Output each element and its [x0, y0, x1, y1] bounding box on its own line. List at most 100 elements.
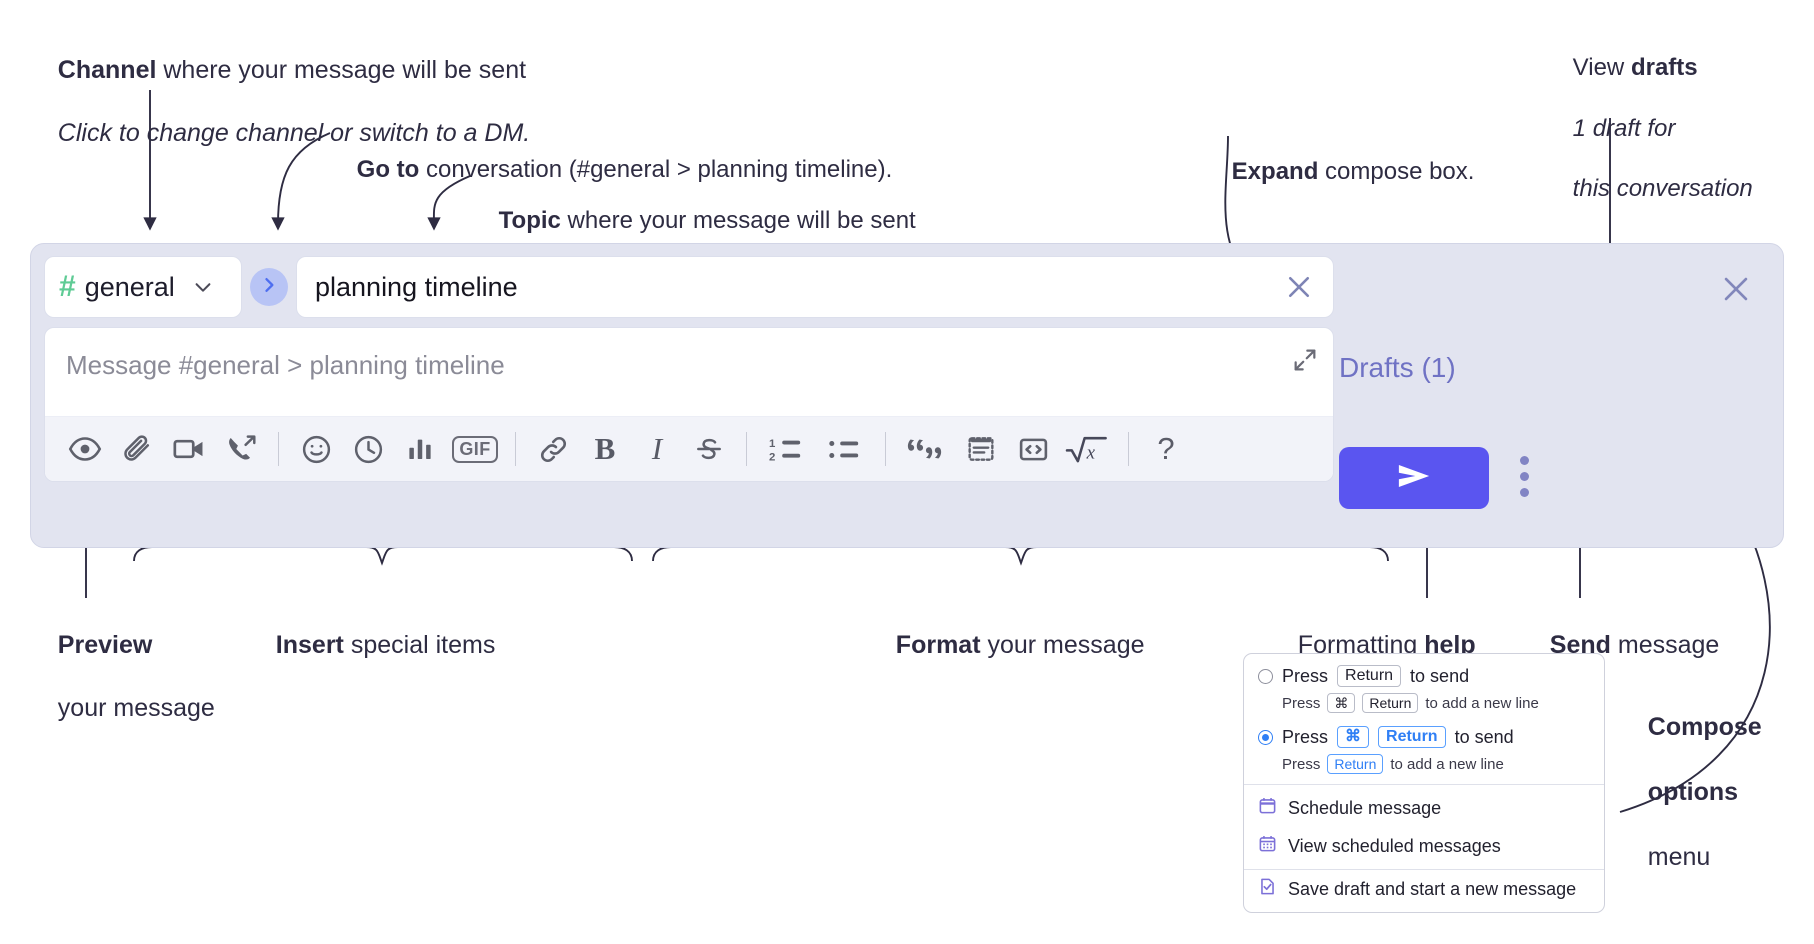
strikethrough-icon[interactable]: [683, 423, 735, 475]
annotation-compose-options: Compose options menu: [1620, 678, 1762, 906]
code-icon[interactable]: [1007, 423, 1059, 475]
menu-radio-option-return[interactable]: Press Return to send: [1258, 665, 1590, 687]
svg-text:x: x: [1086, 442, 1096, 463]
annotation-compose-options-bold-1: Compose: [1647, 712, 1762, 741]
message-composer: # general planning timeline: [30, 243, 1784, 548]
send-icon: [1392, 459, 1436, 498]
annotation-format-rest: your message: [980, 630, 1145, 659]
link-icon[interactable]: [527, 423, 579, 475]
channel-selector[interactable]: # general: [44, 256, 242, 318]
emoji-icon[interactable]: [290, 423, 342, 475]
annotation-channel-italic: Click to change channel or switch to a D…: [57, 118, 531, 147]
chevron-right-icon: [259, 275, 279, 300]
option2-key-cmd: ⌘: [1337, 726, 1370, 748]
gif-label: GIF: [452, 435, 498, 463]
menu-divider: [1244, 784, 1604, 785]
option2-sub-key-return: Return: [1327, 754, 1384, 774]
chevron-down-icon: [192, 276, 214, 298]
annotation-expand: Expand compose box.: [1205, 127, 1475, 218]
kebab-dot: [1520, 456, 1529, 465]
option2-subtext: Press Return to add a new line: [1282, 754, 1590, 774]
annotation-preview-bold: Preview: [57, 630, 153, 659]
annotation-insert-rest: special items: [343, 630, 496, 659]
calendar-schedule-icon: [1258, 796, 1277, 820]
annotation-format-bold: Format: [895, 630, 981, 659]
svg-text:2: 2: [769, 451, 775, 463]
attachment-icon[interactable]: [111, 423, 163, 475]
save-draft-icon: [1258, 877, 1277, 901]
menu-radio-option-cmd-return[interactable]: Press ⌘ Return to send: [1258, 726, 1590, 748]
audio-call-icon[interactable]: [215, 423, 267, 475]
blockquote-icon[interactable]: [897, 423, 955, 475]
menu-divider: [1244, 869, 1604, 870]
italic-label: I: [651, 431, 663, 466]
send-shortcut-options: Press Return to send Press ⌘ Return to a…: [1244, 654, 1604, 784]
kebab-dot: [1520, 472, 1529, 481]
expand-compose-button[interactable]: [1291, 346, 1319, 379]
annotation-channel-rest: where your message will be sent: [156, 55, 527, 84]
annotation-channel-bold: Channel: [57, 55, 157, 84]
channel-name: general: [84, 271, 175, 302]
annotation-drafts-bold: drafts: [1630, 54, 1698, 82]
topic-field[interactable]: planning timeline: [296, 256, 1334, 318]
menu-schedule-group: Schedule message View scheduled messages: [1244, 785, 1604, 869]
message-input-box[interactable]: Message #general > planning timeline: [44, 327, 1334, 482]
send-button[interactable]: [1339, 447, 1489, 509]
annotation-drafts-pre: View: [1572, 54, 1631, 82]
menu-item-label: Save draft and start a new message: [1288, 878, 1577, 899]
option2-sub-action: to add a new line: [1390, 755, 1504, 773]
composer-side: Drafts (1): [1328, 244, 1783, 547]
option1-sub-key-return: Return: [1362, 693, 1419, 713]
annotation-compose-options-bold-2: options: [1647, 777, 1739, 806]
message-textarea[interactable]: Message #general > planning timeline: [45, 328, 1333, 416]
compose-options-button[interactable]: [1520, 456, 1529, 497]
bold-label: B: [594, 431, 616, 466]
option2-key-return: Return: [1378, 726, 1446, 748]
video-icon[interactable]: [163, 423, 215, 475]
goto-conversation-button[interactable]: [250, 268, 288, 306]
poll-icon[interactable]: [394, 423, 446, 475]
radio-icon: [1258, 668, 1273, 684]
bulleted-list-icon[interactable]: [816, 423, 874, 475]
svg-text:1: 1: [769, 438, 776, 450]
option1-subtext: Press ⌘ Return to add a new line: [1282, 693, 1590, 713]
goto-conversation-wrap: [242, 268, 296, 306]
annotation-topic: Topic where your message will be sent: [472, 176, 916, 267]
annotation-preview: Preview your message: [30, 598, 215, 756]
toolbar-separator: [1128, 432, 1129, 466]
italic-icon[interactable]: I: [631, 423, 683, 475]
bold-icon[interactable]: B: [579, 423, 631, 475]
close-composer-button[interactable]: [1719, 272, 1753, 311]
help-icon[interactable]: ?: [1140, 423, 1192, 475]
annotation-goto-rest: conversation (#general > planning timeli…: [419, 156, 893, 184]
annotation-insert-bold: Insert: [275, 630, 344, 659]
clock-icon[interactable]: [342, 423, 394, 475]
menu-item-label: View scheduled messages: [1288, 835, 1501, 856]
help-label: ?: [1157, 431, 1175, 466]
code-block-icon[interactable]: [955, 423, 1007, 475]
math-icon[interactable]: x: [1059, 423, 1117, 475]
annotation-goto-bold: Go to: [356, 156, 420, 184]
gif-icon[interactable]: GIF: [446, 423, 504, 475]
menu-item-schedule-message[interactable]: Schedule message: [1244, 785, 1604, 827]
composer-header: # general planning timeline: [44, 256, 1334, 318]
option1-key-return: Return: [1337, 665, 1402, 687]
option2-sub-press: Press: [1282, 755, 1321, 773]
kebab-dot: [1520, 488, 1529, 497]
annotation-insert: Insert special items: [248, 598, 496, 693]
preview-icon[interactable]: [59, 423, 111, 475]
toolbar-separator: [746, 432, 747, 466]
menu-item-view-scheduled-messages[interactable]: View scheduled messages: [1244, 827, 1604, 869]
annotation-compose-options-rest: menu: [1647, 842, 1711, 871]
topic-clear-button[interactable]: [1279, 272, 1319, 302]
annotation-expand-bold: Expand: [1231, 158, 1319, 186]
annotation-format: Format your message: [868, 598, 1145, 693]
option1-sub-press: Press: [1282, 694, 1321, 712]
menu-item-save-draft[interactable]: Save draft and start a new message: [1244, 870, 1604, 912]
drafts-link[interactable]: Drafts (1): [1339, 352, 1456, 383]
annotation-channel: Channel where your message will be sent …: [30, 23, 530, 181]
topic-value: planning timeline: [315, 271, 518, 302]
annotation-drafts-italic-2: this conversation: [1572, 175, 1753, 203]
